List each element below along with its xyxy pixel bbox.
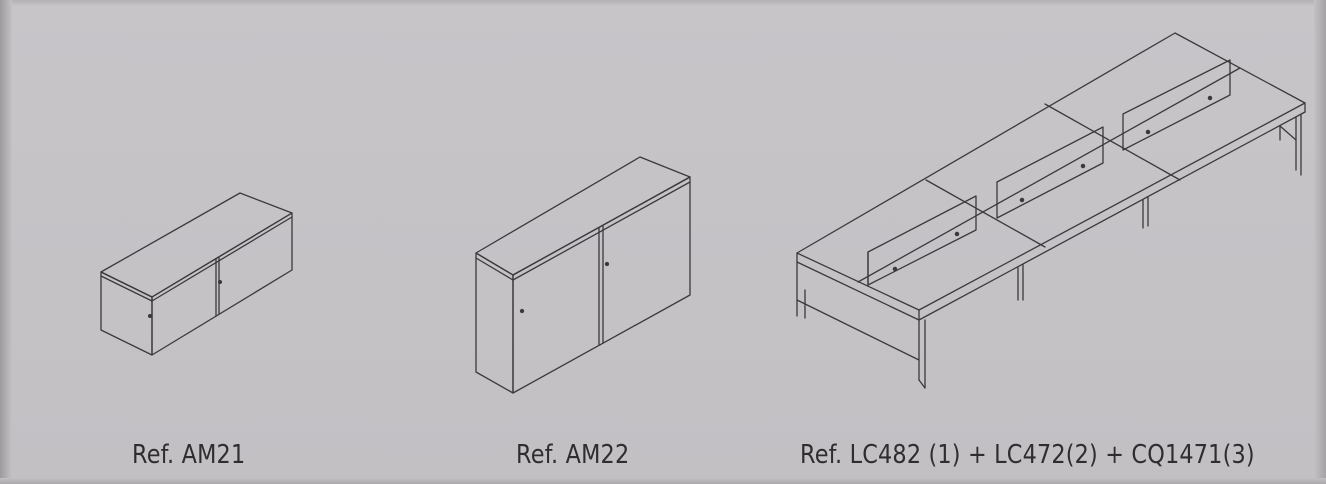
am22-side-face [512,176,691,394]
am22-handle-2 [604,261,610,267]
photo-edge-bottom [0,478,1326,484]
desk-edge-side [918,111,1306,321]
screen-clip-2 [954,231,960,237]
am21-handle-1 [147,313,153,319]
desk-split-2 [1044,103,1181,181]
desk-split-1 [925,179,1046,248]
am21-front-face [100,271,153,356]
am21-top-edge [100,275,153,302]
screen-clip-3 [1019,197,1025,203]
screen-clip-4 [1080,163,1086,169]
caption-workstation: Ref. LC482 (1) + LC472(2) + CQ1471(3) [800,440,1255,470]
sideboard-am21-drawing [100,192,293,356]
desk-spine [857,67,1241,283]
cabinet-am22-drawing [475,156,691,394]
screen-3 [1122,59,1231,151]
am22-top-face [475,156,691,276]
caption-am21: Ref. AM21 [132,440,246,470]
leg-2-foot [918,379,926,389]
screen-clip-1 [892,266,898,272]
screen-1 [867,195,977,286]
am21-handle-2 [217,279,223,285]
rail-front [796,299,920,361]
am22-top-edge-front [475,257,514,281]
screen-2 [996,126,1104,219]
screen-clip-6 [1207,95,1213,101]
workstation-lc482-drawing [796,32,1306,389]
am22-handle-1 [519,308,525,314]
am21-side-face [151,212,293,356]
photo-edge-top [0,0,1326,6]
desk-edge-front [796,261,920,321]
photo-edge-left [0,0,12,484]
am22-front-face [475,252,514,394]
am22-top-edge-side [512,181,691,281]
screen-clip-5 [1145,129,1151,135]
leg-5-brace [1279,125,1297,141]
caption-am22: Ref. AM22 [516,440,630,470]
photo-edge-right [1314,0,1326,484]
am21-top-face [100,192,293,298]
am21-top-edge-side [151,216,293,302]
